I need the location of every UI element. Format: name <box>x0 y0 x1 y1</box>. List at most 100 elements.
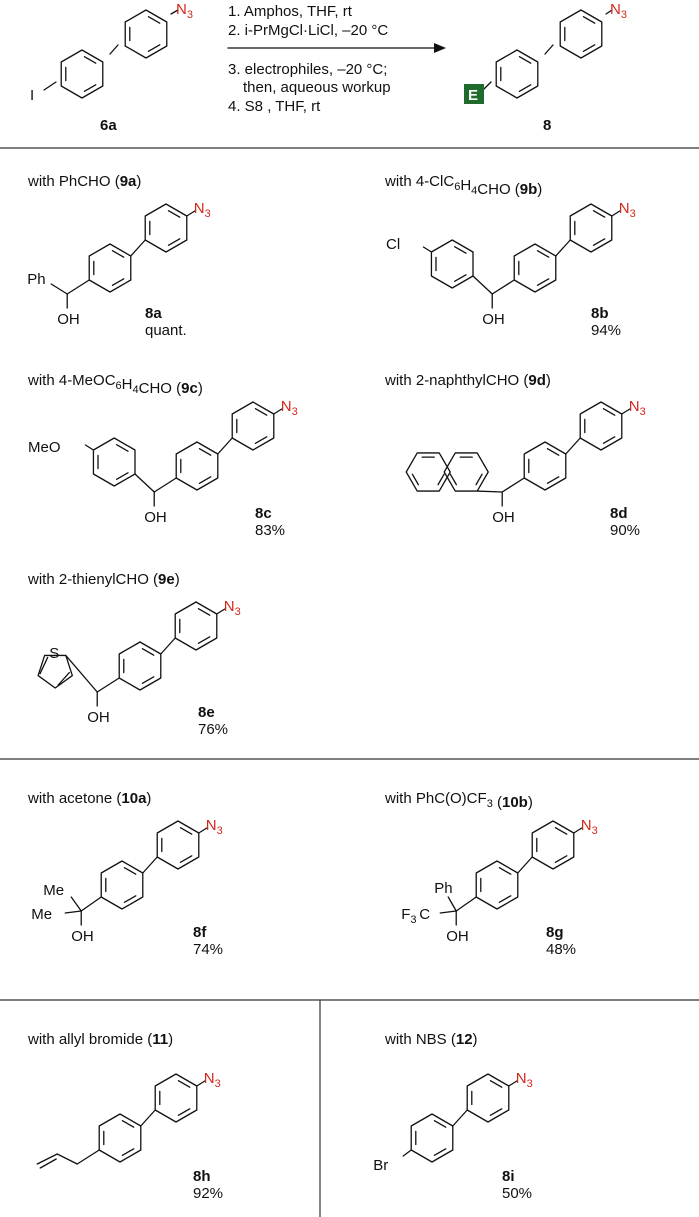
entry-8h-allyl-bond-2 <box>56 1153 78 1165</box>
entry-8f-ring-lower-double-bond-2 <box>123 867 137 875</box>
entry-8d-azide-n: N <box>629 398 640 415</box>
entry-8a-oh-label: OH <box>57 311 80 328</box>
condition-step2: 2. i-PrMgCl·LiCl, –20 °C <box>228 22 388 39</box>
entry-8f-me1-bond <box>70 896 82 912</box>
entry-8h-biaryl-bond <box>140 1109 156 1127</box>
entry-8e-thiophene-ring <box>37 654 73 689</box>
sm-iodo-bond <box>43 81 57 91</box>
entry-8c-oh-label: OH <box>144 509 167 526</box>
entry-8c-title-part: with <box>27 372 59 389</box>
entry-8b-ring-lower-double-bond-0 <box>536 278 550 286</box>
entry-8f-azide-sub: 3 <box>217 825 223 837</box>
product-ring-lower-double-bond-2 <box>518 56 532 64</box>
entry-8e-ring-lower-outline <box>118 641 162 691</box>
entry-8h-title-close: ) <box>168 1031 173 1048</box>
entry-8a-ring-lower-double-bond-2 <box>111 250 125 258</box>
entry-8c-biaryl-bond <box>217 437 233 455</box>
entry-8g-title-sub: 3 <box>487 798 493 810</box>
entry-8h-allyl-bond-3 <box>36 1153 58 1165</box>
entry-8b-title-sub: 6 <box>454 181 460 193</box>
entry-8b-aryl-ring <box>430 239 474 289</box>
conditions: 1. Amphos, THF, rt 2. i-PrMgCl·LiCl, –20… <box>227 3 446 115</box>
entry-8h-title-part: with allyl bromide ( <box>27 1031 152 1048</box>
entry-8h-ring-lower-outline <box>98 1113 142 1163</box>
entry-8a-azide-label: N3 <box>194 200 211 220</box>
entry-8i-title-close: ) <box>473 1031 478 1048</box>
entry-8i-product-label: 8i <box>502 1168 515 1185</box>
entry-8h-yield: 92% <box>193 1185 223 1202</box>
entry-8i-reagent-label: 12 <box>456 1031 473 1048</box>
sm-azide-label: N3 <box>176 1 193 21</box>
entry-8a-ring-upper-double-bond-2 <box>167 210 181 218</box>
entry-8b-ring-upper-double-bond-0 <box>592 238 606 246</box>
e-group-badge <box>464 84 484 104</box>
product-ring-lower-double-bond-0 <box>518 84 532 92</box>
entry-8g-azide-bond <box>573 827 583 834</box>
entry-8i-ring-lower-outline <box>410 1113 454 1163</box>
sm-ring-upper-double-bond-2 <box>147 16 161 24</box>
product-e-bond <box>483 81 492 90</box>
entry-8i-title: with NBS (12) <box>384 1031 478 1048</box>
entry-8e-yield: 76% <box>198 721 228 738</box>
entry-8e-thiophene-double-1 <box>57 671 70 686</box>
product-structure: E N3 8 <box>464 1 627 134</box>
entry-8e-product-label: 8e <box>198 704 215 721</box>
entry-8g-cf3-bond <box>439 910 457 914</box>
condition-step4: 4. S8 , THF, rt <box>228 98 321 115</box>
entry-8b-title-part: H <box>460 177 471 194</box>
entry-8c-ring-upper-outline <box>231 401 275 451</box>
entry-8b-carbinol-bond <box>491 279 515 295</box>
entry-8g-azide-n: N <box>581 817 592 834</box>
sm-compound-label: 6a <box>100 117 117 134</box>
entry-8f-me2-bond <box>64 910 82 914</box>
entry-8g-azide-label: N3 <box>581 817 598 837</box>
entry-8c-title-part: 4 <box>59 372 67 389</box>
entry-8c-title-close: ) <box>198 380 203 397</box>
entry-8i-br-bond <box>402 1149 412 1157</box>
entry-8d-ring-upper-double-bond-0 <box>602 436 616 444</box>
product-azide-sub: 3 <box>621 9 627 21</box>
entry-8f-azide-label: N3 <box>206 817 223 837</box>
entry-8b-azide-bond <box>611 210 621 217</box>
section-dividers <box>0 147 699 1217</box>
entry-8b-ring-lower-double-bond-2 <box>536 250 550 258</box>
entry-8g-title-part: with PhC(O)CF <box>384 790 487 807</box>
entry-8b-title-sub: 4 <box>471 185 477 197</box>
entry-8b-azide-n: N <box>619 200 630 217</box>
entry-8d-naph-ring-left-double-bond-0 <box>437 473 445 486</box>
entry-8f-ring-upper-outline <box>156 820 200 870</box>
entry-8g-title-part: ( <box>493 794 502 811</box>
entry-8b-reagent-label: 9b <box>520 181 538 198</box>
entry-8c-ring-upper-double-bond-0 <box>254 436 268 444</box>
entry-8g-title-close: ) <box>528 794 533 811</box>
sm-ring-lower-double-bond-0 <box>83 84 97 92</box>
product-compound-label: 8 <box>543 117 551 134</box>
entry-8f-biaryl-bond <box>142 856 158 874</box>
sm-ring-lower-double-bond-2 <box>83 56 97 64</box>
entry-8c-ring-lower-outline <box>175 441 219 491</box>
entry-8b-cl-label: Cl <box>386 236 400 253</box>
entry-8c-title-part: CHO ( <box>139 380 182 397</box>
entry-8a-title-close: ) <box>136 173 141 190</box>
entry-8h-title: with allyl bromide (11) <box>27 1031 173 1048</box>
entry-8c-title-sub: 4 <box>133 384 139 396</box>
entry-8b-ring-lower-outline <box>513 243 557 293</box>
entry-8b-title-part: with <box>384 173 416 190</box>
entry-8e-ring-lower-double-bond-0 <box>141 676 155 684</box>
entry-8e-title-part: -thienylCHO ( <box>67 571 158 588</box>
entry-8c-azide-bond <box>273 408 283 415</box>
entry-8c-aryl-ring <box>92 437 136 487</box>
entry-8b-azide-sub: 3 <box>630 208 636 220</box>
sm-azide-bond <box>170 9 179 15</box>
entry-8b-title-part: CHO ( <box>477 181 520 198</box>
reaction-arrow-head <box>434 43 446 53</box>
sm-ring-upper <box>124 9 168 59</box>
entry-8d-ring-upper-double-bond-2 <box>602 408 616 416</box>
entry-8b-aryl-bond <box>472 275 493 295</box>
